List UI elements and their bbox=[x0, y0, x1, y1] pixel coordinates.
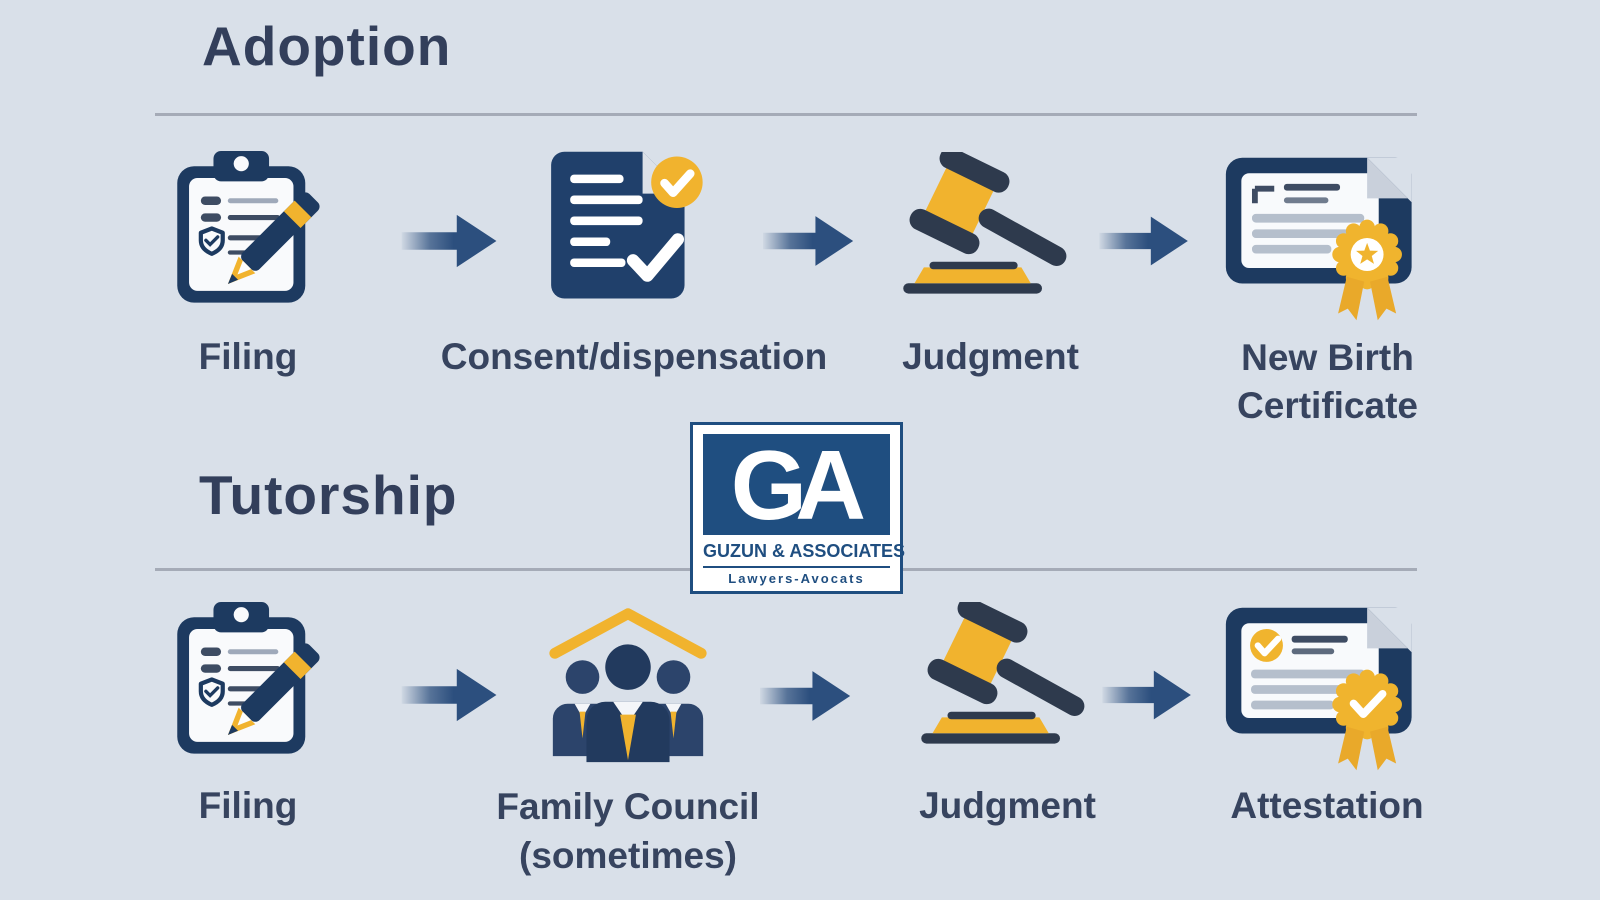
label-line: Certificate bbox=[1237, 385, 1418, 426]
label-line: New Birth bbox=[1241, 337, 1414, 378]
step-label-judgment: Judgment bbox=[902, 336, 1079, 377]
step-label-attestation: Attestation bbox=[1230, 785, 1424, 826]
arrow-right-icon bbox=[401, 211, 499, 271]
label-line: (sometimes) bbox=[519, 835, 737, 876]
arrow-right-icon bbox=[401, 665, 499, 725]
section-title-tutorship: Tutorship bbox=[199, 464, 458, 526]
step-label-family-council: Family Council (sometimes) bbox=[448, 782, 808, 880]
gavel-icon bbox=[882, 152, 1097, 302]
company-logo: GA GUZUN & ASSOCIATES Lawyers-Avocats bbox=[690, 422, 906, 594]
step-label-consent: Consent/dispensation bbox=[440, 336, 828, 377]
arrow-right-icon bbox=[763, 212, 855, 270]
arrow-right-icon bbox=[1097, 213, 1192, 269]
step-label-judgment: Judgment bbox=[919, 785, 1096, 826]
step-label-new-birth-certificate: New Birth Certificate bbox=[1195, 334, 1460, 430]
arrow-right-icon bbox=[760, 667, 852, 725]
clipboard-pencil-icon bbox=[162, 146, 334, 306]
family-council-icon bbox=[538, 592, 718, 770]
adoption-divider bbox=[155, 113, 1417, 116]
step-label-filing: Filing bbox=[198, 785, 298, 826]
logo-tagline: Lawyers-Avocats bbox=[728, 571, 865, 586]
birth-certificate-icon bbox=[1222, 150, 1430, 329]
attestation-certificate-icon bbox=[1222, 600, 1430, 779]
clipboard-pencil-icon bbox=[162, 597, 334, 757]
logo-monogram: GA bbox=[703, 434, 890, 535]
label-line: Family Council bbox=[496, 786, 760, 827]
step-label-filing: Filing bbox=[198, 336, 298, 377]
document-approved-icon bbox=[543, 146, 706, 308]
arrow-right-icon bbox=[1100, 667, 1195, 723]
section-title-adoption: Adoption bbox=[202, 15, 452, 77]
logo-name: GUZUN & ASSOCIATES bbox=[703, 541, 906, 561]
gavel-icon bbox=[900, 602, 1115, 752]
logo-divider bbox=[703, 566, 890, 568]
